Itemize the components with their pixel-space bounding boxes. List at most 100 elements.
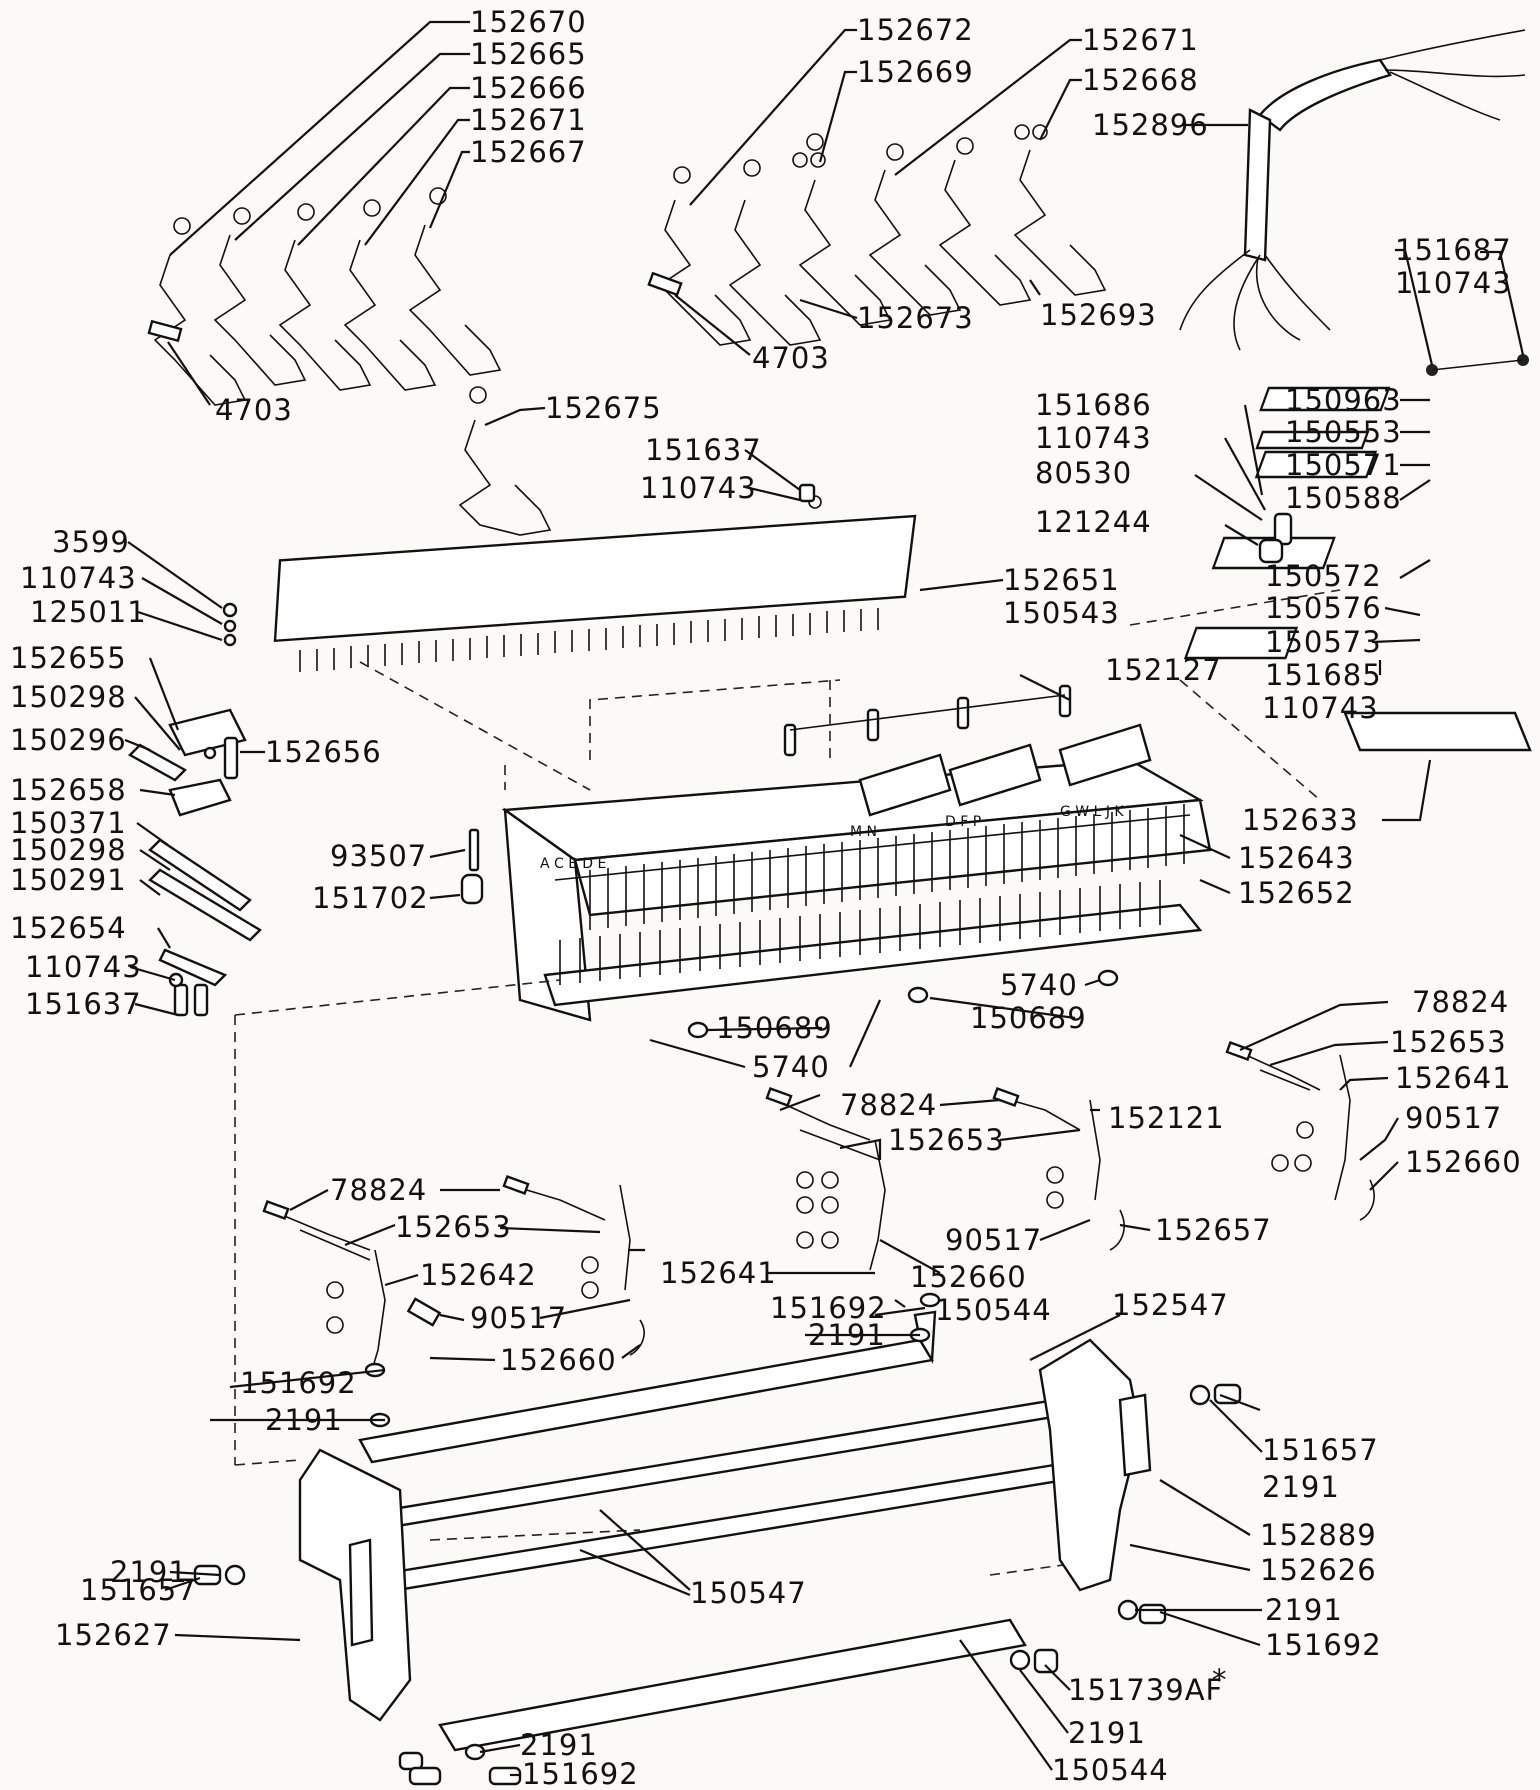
label-151637-b: 151637 (25, 987, 142, 1021)
label-110743-c: 110743 (1035, 421, 1152, 455)
label-150963: 150963 (1285, 383, 1402, 417)
bar-letters-left: A C B D E (540, 856, 606, 872)
label-150371: 150371 (10, 806, 127, 840)
label-93507: 93507 (330, 839, 427, 873)
terminal-block-assembly: 151687 110743 150963 150553 150571 15058… (1035, 233, 1532, 837)
label-3599: 3599 (52, 525, 130, 559)
label-151692-b: 151692 (240, 1366, 357, 1400)
label-151686: 151686 (1035, 388, 1152, 422)
bar-letters-right: G W L J K (1060, 804, 1124, 820)
label-150576: 150576 (1265, 591, 1382, 625)
lever-assembly-right: 78824 152653 152641 90517 152660 (1225, 985, 1522, 1221)
label-110743-a: 110743 (1395, 266, 1512, 300)
label-2191-d: 2191 (1265, 1593, 1343, 1627)
label-152641-a: 152641 (1395, 1061, 1512, 1095)
label-152656: 152656 (265, 735, 382, 769)
label-78824-c: 78824 (330, 1173, 427, 1207)
label-152665: 152665 (470, 37, 587, 71)
label-151692-d: 151692 (522, 1757, 639, 1790)
label-152654: 152654 (10, 911, 127, 945)
label-152673: 152673 (857, 301, 974, 335)
label-152693: 152693 (1040, 298, 1157, 332)
key-levers (554, 804, 1191, 985)
label-4703-b: 4703 (752, 341, 830, 375)
label-150543: 150543 (1003, 596, 1120, 630)
asterisk-mark: * (1212, 1663, 1228, 1697)
label-151692-a: 151692 (770, 1291, 887, 1325)
label-152667: 152667 (470, 135, 587, 169)
label-150296: 150296 (10, 723, 127, 757)
label-151637: 151637 (645, 433, 762, 467)
label-151687: 151687 (1395, 233, 1512, 267)
label-150573: 150573 (1265, 625, 1382, 659)
cable-harness: 152896 (1092, 29, 1526, 351)
comb-plate: 151637 110743 152651 150543 (273, 433, 1120, 672)
label-110743-b: 110743 (640, 471, 757, 505)
label-90517-c: 90517 (470, 1301, 567, 1335)
label-152669: 152669 (857, 55, 974, 89)
label-110743-d: 110743 (1262, 691, 1379, 725)
label-125011: 125011 (30, 595, 147, 629)
label-152675: 152675 (545, 391, 662, 425)
lever-assembly-center: 78824 152653 152121 152657 90517 152641 … (660, 1087, 1271, 1308)
label-151702: 151702 (312, 881, 429, 915)
label-4703: 4703 (215, 393, 293, 427)
label-150547: 150547 (690, 1576, 807, 1610)
label-5740-a: 5740 (1000, 968, 1078, 1002)
latch-assembly-left: 3599 110743 125011 152655 150298 150296 … (10, 525, 382, 1021)
label-152889: 152889 (1260, 1518, 1377, 1552)
label-152671-b: 152671 (1082, 23, 1199, 57)
alignment-lines (234, 589, 1341, 1576)
label-152672: 152672 (857, 13, 974, 47)
lever-assembly-left: 78824 152653 152642 90517 152660 (262, 1173, 645, 1377)
label-78824-a: 78824 (1412, 985, 1509, 1019)
label-152121: 152121 (1108, 1101, 1225, 1135)
lever-p: 152675 (458, 386, 662, 536)
label-90517-b: 90517 (945, 1223, 1042, 1257)
label-152651: 152651 (1003, 563, 1120, 597)
lever-group-top-left: 152670 152665 152666 152671 152667 4703 (147, 5, 587, 427)
label-152896: 152896 (1092, 108, 1209, 142)
frame-assembly: 151692 2191 150544 152547 151692 2191 15… (55, 1288, 1382, 1790)
label-152658: 152658 (10, 773, 127, 807)
label-151739af: 151739AF (1068, 1673, 1223, 1707)
bar-letters-mid2: D F P (945, 814, 981, 830)
label-2191-g: 2191 (520, 1728, 598, 1762)
label-150298-b: 150298 (10, 833, 127, 867)
label-150298-a: 150298 (10, 680, 127, 714)
label-150572: 150572 (1265, 559, 1382, 593)
label-152660-a: 152660 (1405, 1145, 1522, 1179)
label-150553: 150553 (1285, 415, 1402, 449)
label-152127: 152127 (1105, 653, 1222, 687)
label-152668: 152668 (1082, 63, 1199, 97)
label-152666: 152666 (470, 71, 587, 105)
label-152642: 152642 (420, 1258, 537, 1292)
label-152627: 152627 (55, 1618, 172, 1652)
label-152547: 152547 (1112, 1288, 1229, 1322)
label-5740-b: 5740 (752, 1050, 830, 1084)
label-152655: 152655 (10, 641, 127, 675)
label-2191-e: 2191 (110, 1555, 188, 1589)
label-150689-b: 150689 (970, 1001, 1087, 1035)
label-150571: 150571 (1285, 448, 1402, 482)
label-152670: 152670 (470, 5, 587, 39)
bar-letters-mid1: M N (850, 824, 877, 840)
label-152653-a: 152653 (1390, 1025, 1507, 1059)
label-150544-a: 150544 (935, 1293, 1052, 1327)
label-152660-b: 152660 (910, 1260, 1027, 1294)
label-152660-c: 152660 (500, 1343, 617, 1377)
comb-slots (299, 608, 879, 672)
label-110743-e: 110743 (20, 561, 137, 595)
lever-group-top-middle: 152672 152669 152671 152668 152673 15269… (647, 13, 1199, 375)
label-90517-a: 90517 (1405, 1101, 1502, 1135)
label-121244: 121244 (1035, 505, 1152, 539)
label-150689-a: 150689 (716, 1011, 833, 1045)
label-2191-a: 2191 (808, 1318, 886, 1352)
label-2191-c: 2191 (1262, 1470, 1340, 1504)
label-151692-c: 151692 (1265, 1628, 1382, 1662)
label-152641-b: 152641 (660, 1256, 777, 1290)
label-2191-f: 2191 (1068, 1716, 1146, 1750)
label-152626: 152626 (1260, 1553, 1377, 1587)
label-151657-b: 151657 (80, 1573, 197, 1607)
